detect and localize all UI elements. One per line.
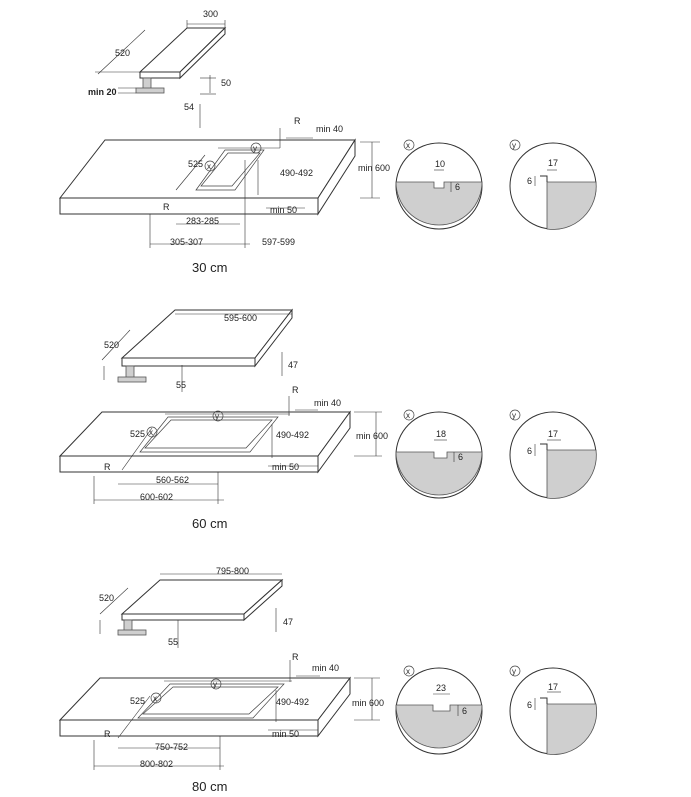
marker-x-icon bbox=[146, 426, 158, 438]
top-width-label: 300 bbox=[203, 9, 218, 19]
worktop-plan: x y R R min 40 525 490-492 min 600 min 5… bbox=[58, 652, 384, 770]
hob-top-view: 300 520 min 20 50 54 bbox=[88, 9, 231, 128]
detail-y-h-label: 6 bbox=[527, 446, 532, 456]
plan-min-right-label: min 600 bbox=[358, 163, 390, 173]
top-depth-label: 520 bbox=[115, 48, 130, 58]
detail-x: x 23 6 bbox=[395, 665, 483, 755]
plan-min-top-label: min 40 bbox=[316, 124, 343, 134]
plan-y-label: 490-492 bbox=[276, 430, 309, 440]
plan-min-front-label: min 50 bbox=[270, 205, 297, 215]
top-depth-label: 520 bbox=[104, 340, 119, 350]
detail-y: y 17 6 bbox=[509, 409, 597, 499]
detail-y-tag-icon bbox=[509, 139, 521, 151]
top-h2-label: 55 bbox=[176, 380, 186, 390]
plan-r-left-label: R bbox=[104, 729, 111, 739]
detail-y-tag-icon bbox=[509, 409, 521, 421]
detail-x: x 18 6 bbox=[395, 409, 483, 499]
marker-y-icon bbox=[210, 678, 222, 690]
detail-x-tag-icon bbox=[403, 665, 415, 677]
detail-y-h-label: 6 bbox=[527, 176, 532, 186]
svg-text:y: y bbox=[213, 680, 217, 689]
detail-x-h-label: 6 bbox=[458, 452, 463, 462]
svg-text:x: x bbox=[406, 141, 410, 150]
marker-y-icon bbox=[212, 410, 224, 422]
detail-x-h-label: 6 bbox=[455, 182, 460, 192]
detail-x-tag-icon bbox=[403, 409, 415, 421]
plan-y-label: 490-492 bbox=[280, 168, 313, 178]
plan-cut-depth-label: 525 bbox=[188, 159, 203, 169]
section-80cm: 795-800 520 47 55 x bbox=[58, 566, 598, 794]
detail-x-w-label: 18 bbox=[436, 429, 446, 439]
section-caption: 30 cm bbox=[192, 260, 227, 275]
plan-w-inner-label: 560-562 bbox=[156, 475, 189, 485]
svg-text:x: x bbox=[406, 411, 410, 420]
svg-text:y: y bbox=[512, 667, 516, 676]
top-width-label: 595-600 bbox=[224, 313, 257, 323]
plan-min-front-label: min 50 bbox=[272, 462, 299, 472]
detail-y-w-label: 17 bbox=[548, 429, 558, 439]
plan-min-front-label: min 50 bbox=[272, 729, 299, 739]
svg-text:x: x bbox=[153, 694, 157, 703]
svg-text:x: x bbox=[406, 667, 410, 676]
detail-x: x 10 6 bbox=[395, 139, 483, 230]
top-h1-label: 47 bbox=[283, 617, 293, 627]
detail-y-tag-icon bbox=[509, 665, 521, 677]
plan-cut-depth-label: 525 bbox=[130, 429, 145, 439]
section-30cm: 300 520 min 20 50 54 bbox=[58, 9, 597, 275]
section-caption: 60 cm bbox=[192, 516, 227, 531]
top-h2-label: 54 bbox=[184, 102, 194, 112]
detail-x-w-label: 10 bbox=[435, 159, 445, 169]
plan-w-extra-label: 597-599 bbox=[262, 237, 295, 247]
plan-min-right-label: min 600 bbox=[352, 698, 384, 708]
marker-y-icon bbox=[250, 142, 262, 154]
hob-top-view: 795-800 520 47 55 bbox=[99, 566, 293, 648]
detail-x-h-label: 6 bbox=[462, 706, 467, 716]
plan-y-label: 490-492 bbox=[276, 697, 309, 707]
plan-r-top-label: R bbox=[294, 116, 301, 126]
plan-r-left-label: R bbox=[104, 462, 111, 472]
plan-min-right-label: min 600 bbox=[356, 431, 388, 441]
top-h2-label: 55 bbox=[168, 637, 178, 647]
top-h1-label: 50 bbox=[221, 78, 231, 88]
plan-w-outer-label: 800-802 bbox=[140, 759, 173, 769]
top-min-label: min 20 bbox=[88, 87, 117, 97]
detail-y-w-label: 17 bbox=[548, 682, 558, 692]
detail-x-tag-icon bbox=[403, 139, 415, 151]
section-60cm: 595-600 520 47 55 x bbox=[58, 308, 597, 531]
plan-cut-depth-label: 525 bbox=[130, 696, 145, 706]
plan-w-outer-label: 600-602 bbox=[140, 492, 173, 502]
svg-text:y: y bbox=[215, 412, 219, 421]
top-h1-label: 47 bbox=[288, 360, 298, 370]
detail-x-w-label: 23 bbox=[436, 683, 446, 693]
plan-w-inner-label: 283-285 bbox=[186, 216, 219, 226]
plan-w-inner-label: 750-752 bbox=[155, 742, 188, 752]
worktop-plan: x y R R min 40 525 490-492 min 600 min 5… bbox=[58, 385, 388, 504]
plan-r-top-label: R bbox=[292, 652, 299, 662]
detail-y: y 17 6 bbox=[509, 139, 597, 230]
top-depth-label: 520 bbox=[99, 593, 114, 603]
detail-y-h-label: 6 bbox=[527, 700, 532, 710]
detail-y: y 17 6 bbox=[509, 665, 598, 755]
marker-x-icon bbox=[150, 692, 162, 704]
svg-text:x: x bbox=[207, 162, 211, 171]
marker-x-icon bbox=[204, 160, 216, 172]
svg-text:x: x bbox=[149, 428, 153, 437]
svg-text:y: y bbox=[512, 141, 516, 150]
detail-y-w-label: 17 bbox=[548, 158, 558, 168]
worktop-plan: x y R R min 40 525 490-492 min 600 min 5… bbox=[58, 116, 390, 248]
svg-text:y: y bbox=[512, 411, 516, 420]
plan-min-top-label: min 40 bbox=[314, 398, 341, 408]
top-width-label: 795-800 bbox=[216, 566, 249, 576]
plan-min-top-label: min 40 bbox=[312, 663, 339, 673]
plan-r-top-label: R bbox=[292, 385, 299, 395]
svg-text:y: y bbox=[253, 144, 257, 153]
plan-w-outer-label: 305-307 bbox=[170, 237, 203, 247]
plan-r-left-label: R bbox=[163, 202, 170, 212]
hob-top-view: 595-600 520 47 55 bbox=[101, 308, 298, 392]
section-caption: 80 cm bbox=[192, 779, 227, 794]
